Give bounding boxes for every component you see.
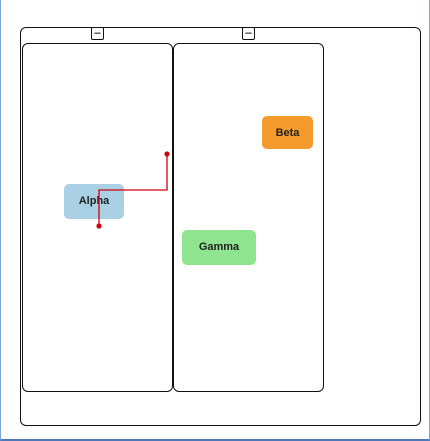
- swimlane-right[interactable]: [173, 43, 324, 392]
- collapse-lane-2-button[interactable]: −: [242, 27, 255, 40]
- node-gamma[interactable]: Gamma: [182, 230, 256, 265]
- collapse-lane-1-button[interactable]: −: [91, 27, 104, 40]
- node-beta[interactable]: Beta: [262, 116, 313, 149]
- node-alpha[interactable]: Alpha: [64, 184, 124, 219]
